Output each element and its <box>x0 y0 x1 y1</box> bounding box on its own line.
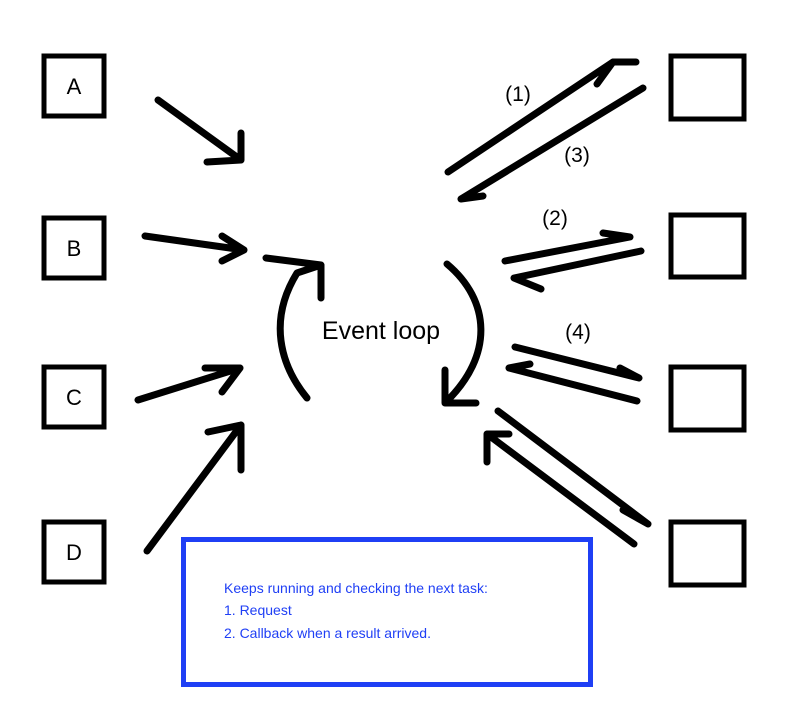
event-loop-label: Event loop <box>322 317 440 345</box>
arrow-callback-2 <box>510 247 645 293</box>
step-label-4: (4) <box>565 321 591 344</box>
source-label-c: C <box>66 385 82 410</box>
source-label-b: B <box>67 236 82 261</box>
arrow-c-to-loop <box>134 364 244 404</box>
worker-box-2 <box>668 212 747 280</box>
source-b: B <box>41 215 107 281</box>
step-label-1: (1) <box>505 83 531 106</box>
arrow-b-to-loop <box>141 232 248 265</box>
note-line-callback: 2. Callback when a result arrived. <box>224 625 431 641</box>
note-title: Keeps running and checking the next task… <box>224 580 488 596</box>
step-label-2: (2) <box>542 207 568 230</box>
note-line-request: 1. Request <box>224 602 292 618</box>
worker-box-4 <box>668 519 747 588</box>
note-box: Keeps running and checking the next task… <box>181 537 593 687</box>
source-a: A <box>41 53 107 119</box>
step-label-3: (3) <box>564 144 590 167</box>
source-box-d <box>41 519 107 585</box>
source-d: D <box>41 519 107 585</box>
loop-arrow-right <box>441 260 485 407</box>
worker-box-3 <box>668 364 747 433</box>
arrow-a-to-loop <box>154 96 245 166</box>
arrow-request-3 <box>511 343 643 382</box>
source-label-a: A <box>67 74 82 99</box>
source-label-d: D <box>66 540 82 565</box>
arrow-callback-3 <box>505 360 641 405</box>
arrow-request-4 <box>494 407 652 528</box>
loop-arrow-left <box>262 254 325 402</box>
source-box-a <box>41 53 107 119</box>
arrow-d-to-loop <box>143 421 245 555</box>
arrow-request-1 <box>444 58 640 176</box>
arrow-callback-4 <box>483 430 638 548</box>
source-box-c <box>41 364 107 430</box>
source-box-b <box>41 215 107 281</box>
arrow-request-2 <box>501 229 634 265</box>
worker-box-1 <box>668 53 747 122</box>
source-c: C <box>41 364 107 430</box>
arrow-callback-1 <box>457 84 647 203</box>
